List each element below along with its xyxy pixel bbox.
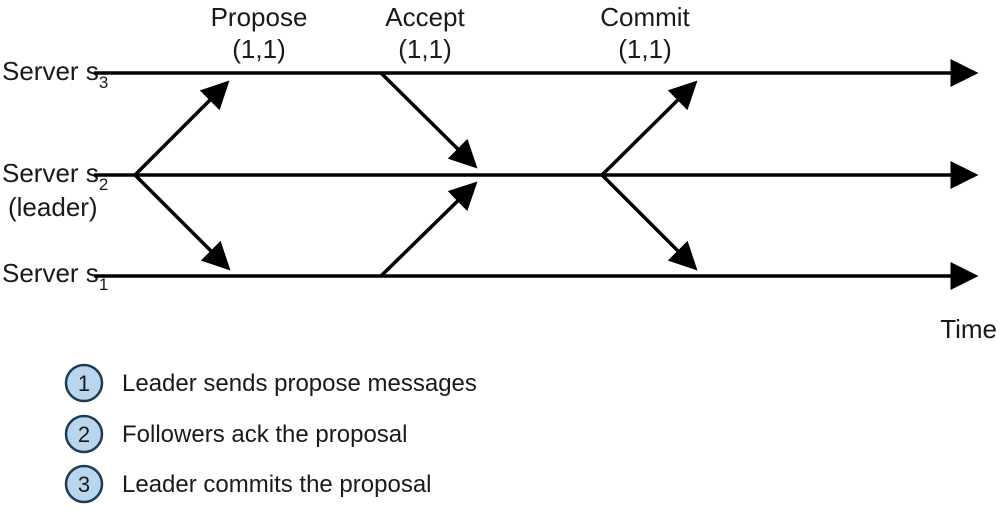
commit-arrow-to-s3 [600, 80, 698, 177]
server-s3-label: Server s3 [2, 56, 108, 92]
legend-text-3: Leader commits the proposal [122, 471, 432, 498]
legend-number-3: 3 [78, 472, 90, 497]
phase-propose-name: Propose [211, 2, 308, 32]
server-s2-label: Server s2 [2, 158, 108, 194]
legend-number-1: 1 [78, 371, 90, 396]
server-s2-role-label: (leader) [8, 192, 98, 222]
server-s1-label: Server s1 [2, 258, 108, 294]
legend-badge-3 [64, 464, 104, 504]
legend-number-2: 2 [78, 422, 90, 447]
legend-item-2: 2 Followers ack the proposal [64, 414, 407, 454]
legend-badge-2 [64, 414, 104, 454]
accept-arrow-from-s1 [379, 181, 478, 278]
legend-item-1: 1 Leader sends propose messages [64, 363, 477, 403]
phase-commit-name: Commit [600, 2, 690, 32]
legend-badge-1 [64, 363, 104, 403]
legend-text-1: Leader sends propose messages [122, 370, 477, 397]
legend: 1 Leader sends propose messages 2 Follow… [64, 363, 477, 504]
legend-text-2: Followers ack the proposal [122, 421, 407, 448]
commit-arrow-to-s1 [600, 173, 698, 271]
accept-arrow-from-s3 [379, 71, 478, 169]
phase-commit-value: (1,1) [618, 34, 671, 64]
phase-accept-name: Accept [385, 2, 465, 32]
legend-item-3: 3 Leader commits the proposal [64, 464, 432, 504]
propose-arrow-to-s1 [133, 173, 231, 271]
propose-arrow-to-s3 [133, 80, 230, 177]
phase-accept-value: (1,1) [398, 34, 451, 64]
time-axis-label: Time [940, 314, 997, 344]
phase-propose-value: (1,1) [232, 34, 285, 64]
